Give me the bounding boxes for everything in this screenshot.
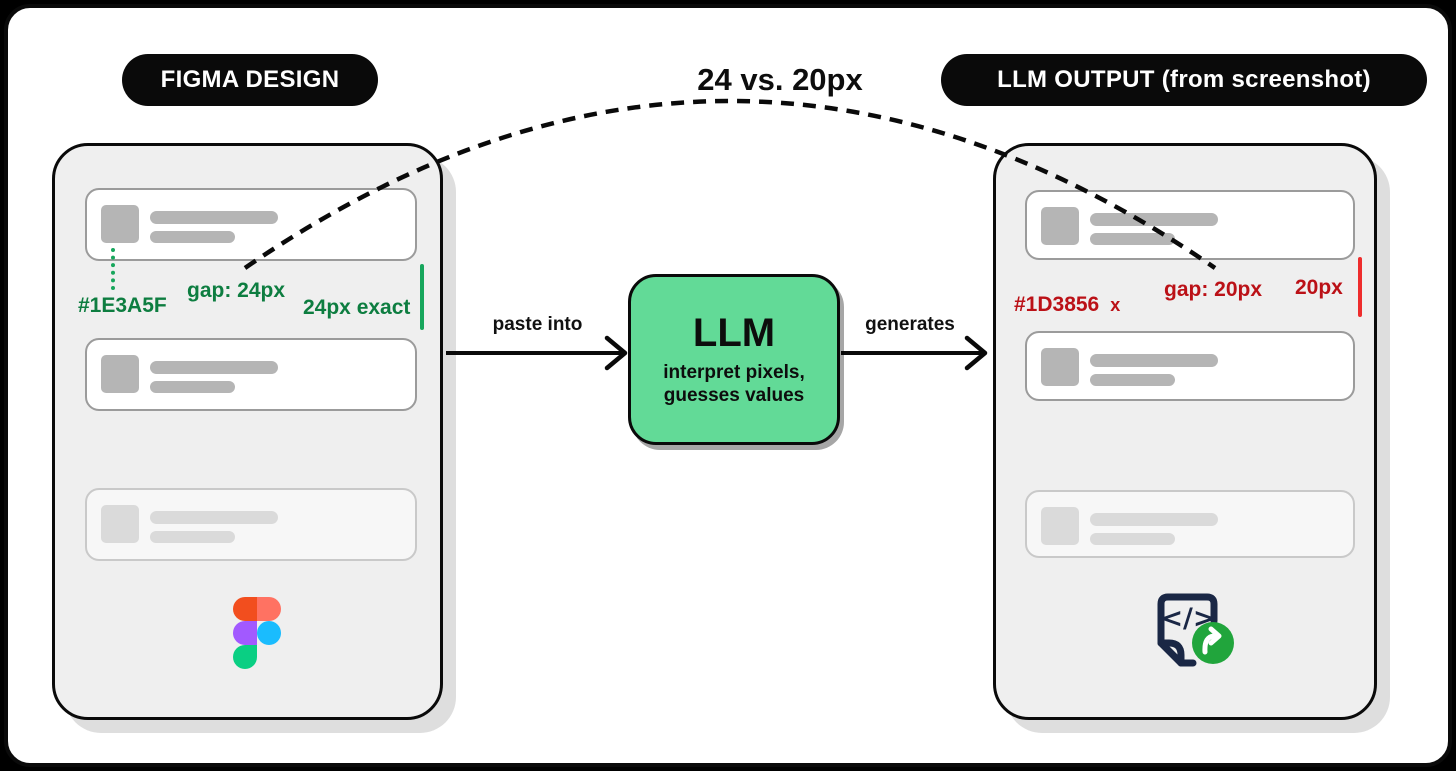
avatar-placeholder	[101, 355, 139, 393]
skeleton-card	[85, 338, 417, 411]
output-gap-label: gap: 20px	[1164, 278, 1263, 301]
color-probe-line	[111, 248, 115, 290]
avatar-placeholder	[1041, 348, 1079, 386]
figma-design-badge: FIGMA DESIGN	[122, 54, 378, 106]
comparison-title: 24 vs. 20px	[697, 62, 863, 97]
text-bar-placeholder	[1090, 354, 1218, 367]
gap-ruler-red	[1358, 257, 1362, 317]
text-bar-placeholder	[150, 231, 235, 243]
skeleton-card	[1025, 190, 1355, 260]
avatar-placeholder	[1041, 507, 1079, 545]
text-bar-placeholder	[1090, 233, 1175, 245]
figma-gap-label: gap: 24px	[187, 279, 286, 302]
llm-box: LLM interpret pixels, guesses values	[628, 274, 840, 445]
gap-ruler-green	[420, 264, 424, 330]
llm-output-badge: LLM OUTPUT (from screenshot)	[941, 54, 1427, 106]
text-bar-placeholder	[150, 511, 278, 524]
text-bar-placeholder	[150, 531, 235, 543]
avatar-placeholder	[1041, 207, 1079, 245]
avatar-placeholder	[101, 505, 139, 543]
paste-into-label: paste into	[492, 314, 583, 335]
skeleton-card	[1025, 331, 1355, 401]
text-bar-placeholder	[1090, 513, 1218, 526]
skeleton-card-faded	[1025, 490, 1355, 558]
code-file-refresh-icon: </>	[1153, 587, 1241, 680]
llm-box-subtitle-line2: guesses values	[663, 384, 805, 406]
output-measure-label: 20px	[1295, 276, 1343, 299]
figma-hex-label: #1E3A5F	[78, 294, 167, 317]
text-bar-placeholder	[150, 381, 235, 393]
generates-label: generates	[865, 314, 955, 335]
llm-box-subtitle-line1: interpret pixels,	[663, 361, 805, 383]
text-bar-placeholder	[150, 361, 278, 374]
text-bar-placeholder	[1090, 213, 1218, 226]
text-bar-placeholder	[1090, 533, 1175, 545]
skeleton-card	[85, 188, 417, 261]
skeleton-card-faded	[85, 488, 417, 561]
llm-box-title: LLM	[692, 310, 776, 355]
figma-measure-label: 24px exact	[303, 296, 411, 319]
output-hex-value: #1D3856	[1014, 293, 1100, 316]
text-bar-placeholder	[150, 211, 278, 224]
avatar-placeholder	[101, 205, 139, 243]
figma-logo-icon	[233, 597, 281, 674]
text-bar-placeholder	[1090, 374, 1175, 386]
output-hex-label: #1D3856 x	[1014, 293, 1120, 317]
llm-output-panel: </>	[993, 143, 1377, 720]
figma-design-panel	[52, 143, 443, 720]
error-marker: x	[1110, 295, 1121, 315]
